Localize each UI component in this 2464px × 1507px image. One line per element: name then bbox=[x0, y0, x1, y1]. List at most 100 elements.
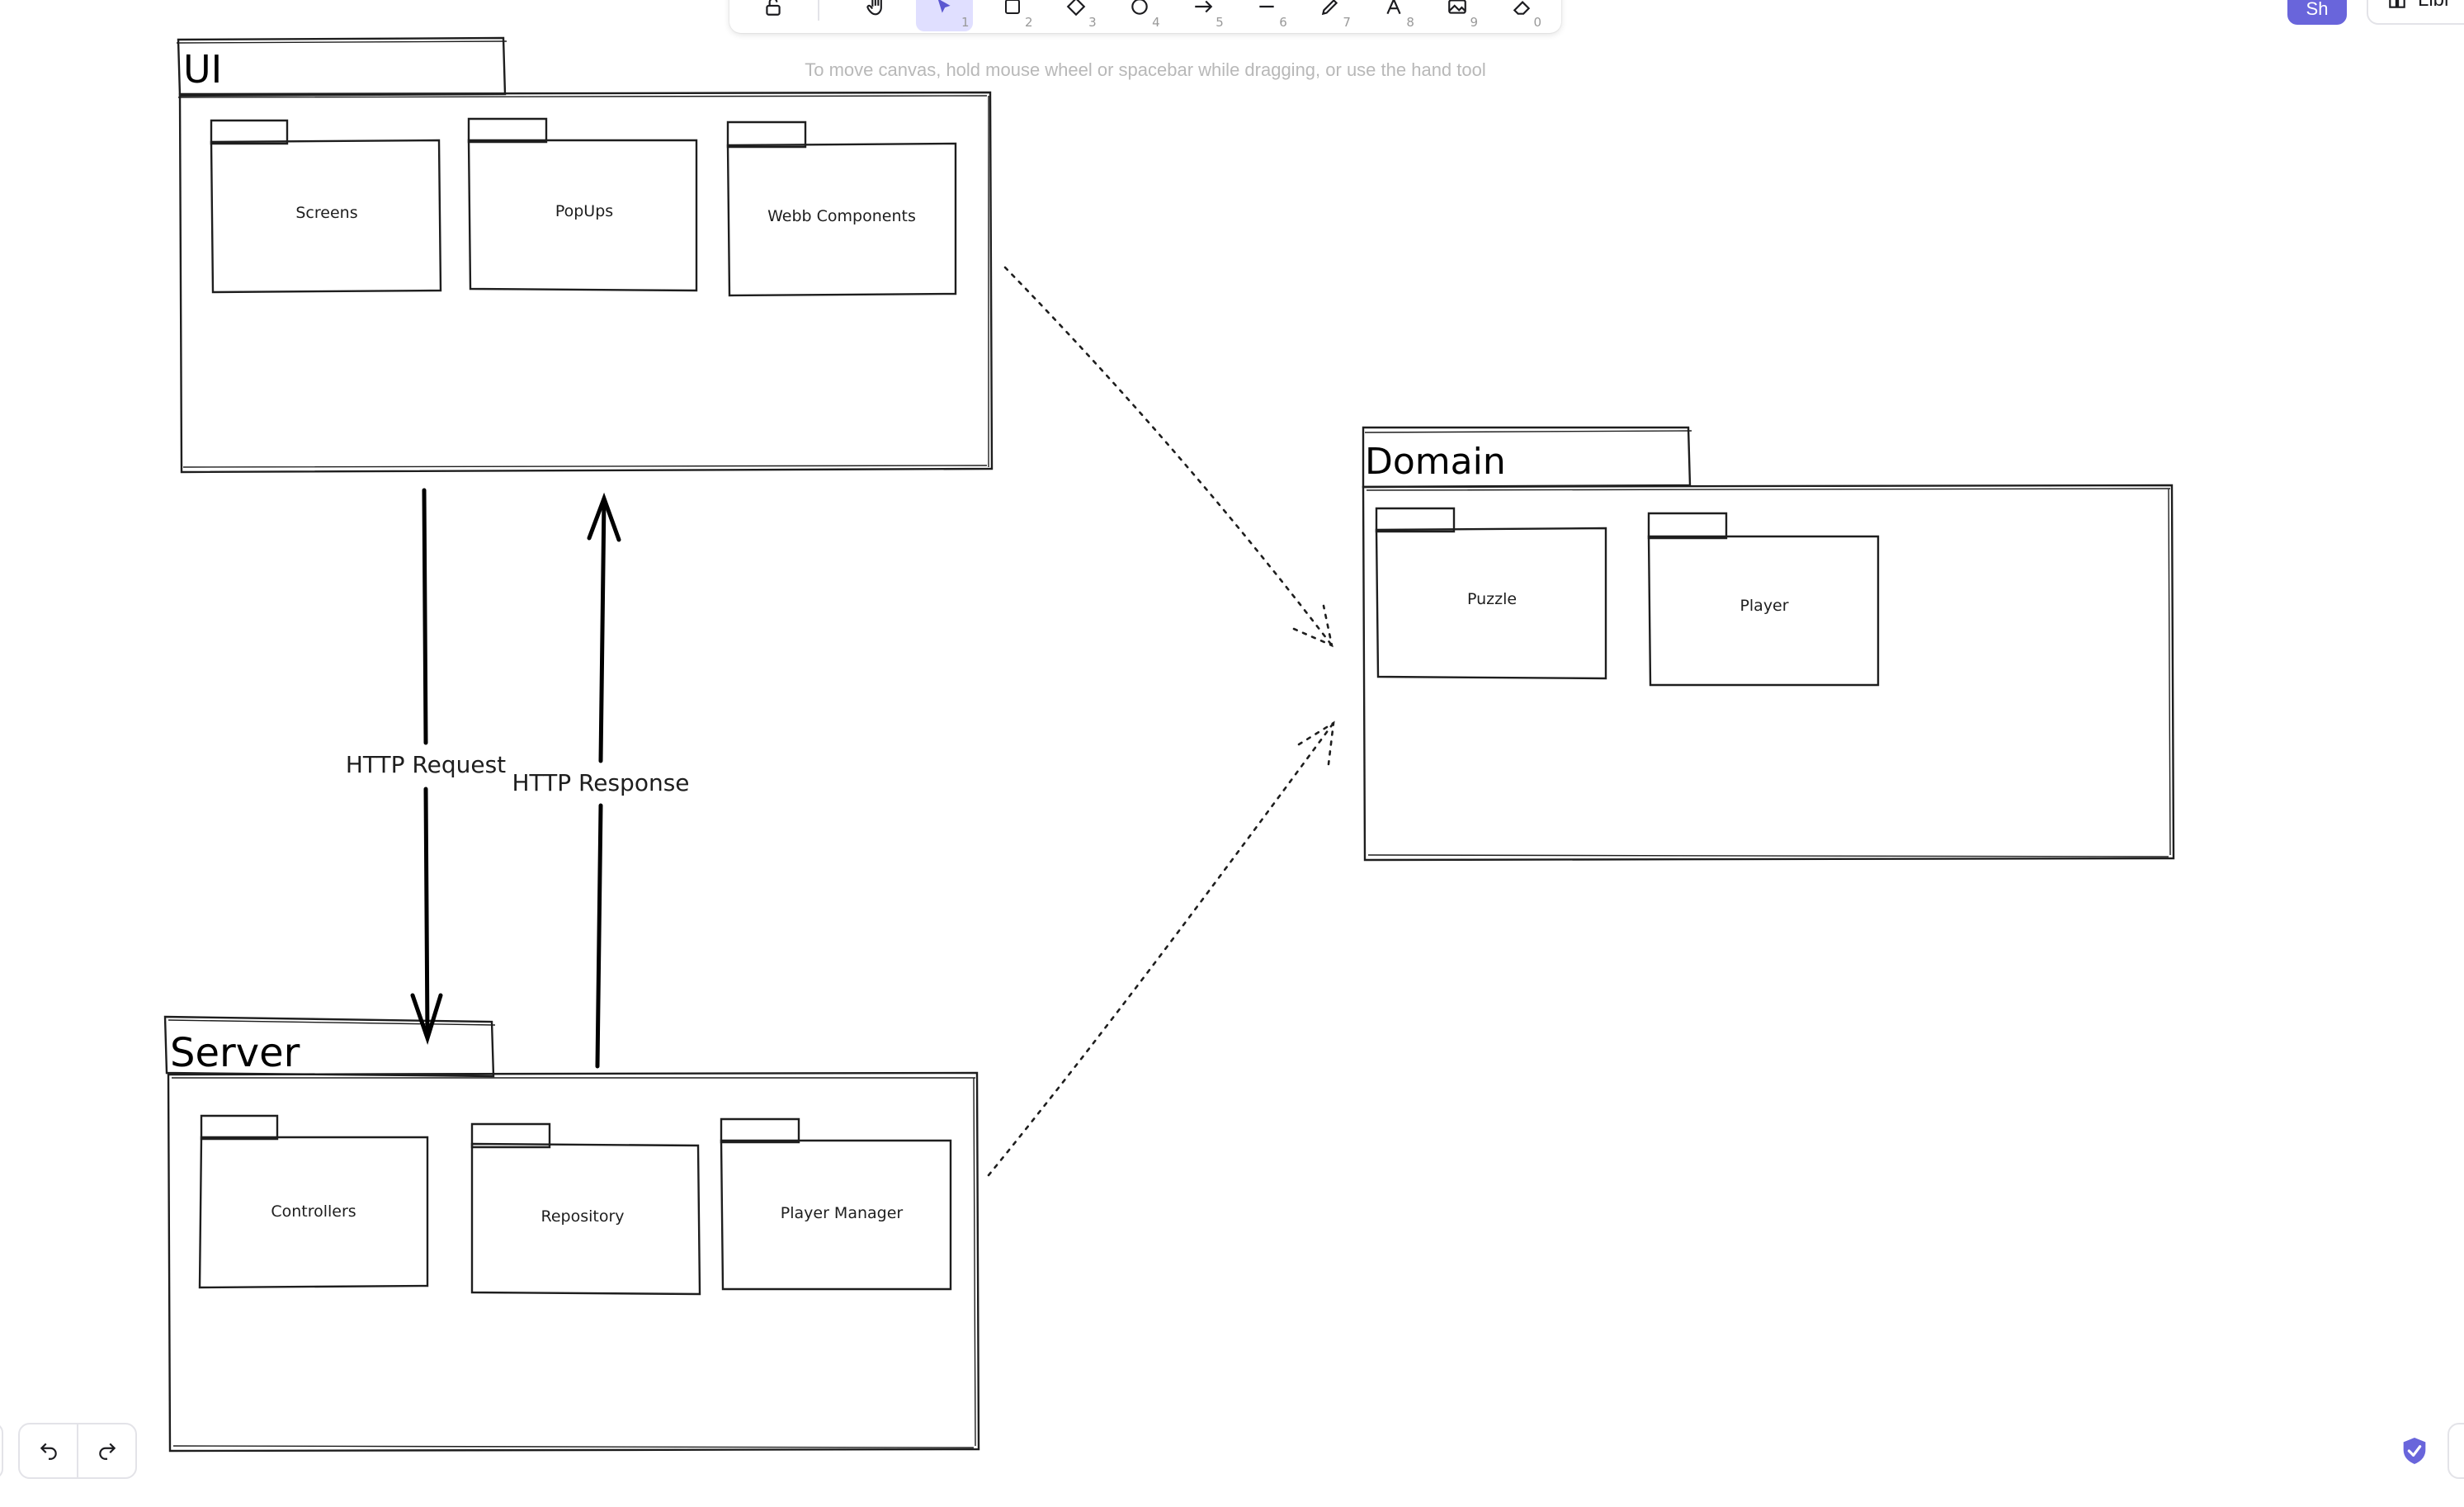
tool-key: 0 bbox=[1533, 15, 1542, 30]
subpackage-body bbox=[720, 1139, 952, 1291]
package-title: UI bbox=[183, 47, 222, 92]
eraser-icon bbox=[1513, 1, 1530, 15]
subpackage-label: Player bbox=[1739, 597, 1788, 615]
subpackage-label: PopUps bbox=[555, 202, 613, 220]
zoom-controls[interactable] bbox=[0, 1423, 3, 1479]
subpackage-body bbox=[210, 139, 442, 294]
subpackage-body bbox=[726, 142, 957, 297]
circle-icon bbox=[1131, 0, 1148, 15]
line-icon bbox=[1259, 5, 1274, 8]
subpackage-body bbox=[1375, 527, 1607, 680]
arrow-shaft bbox=[595, 803, 603, 1069]
subpackage-body bbox=[198, 1136, 429, 1289]
subpackage-player[interactable]: Player bbox=[1647, 512, 1880, 687]
text-tool[interactable]: 8 bbox=[1371, 0, 1418, 31]
square-icon bbox=[1005, 0, 1021, 14]
http-request-label: HTTP Request bbox=[346, 751, 506, 778]
arrow-icon bbox=[1195, 0, 1213, 13]
package-tab bbox=[177, 36, 507, 97]
toolbar: 1 2 3 4 5 6 7 8 9 0 bbox=[729, 0, 1561, 33]
package-domain[interactable]: Domain Puzzle Player bbox=[1362, 426, 2175, 862]
subpackage-body bbox=[470, 1142, 701, 1296]
image-tool[interactable]: 9 bbox=[1434, 0, 1481, 31]
arrow-shaft bbox=[598, 498, 607, 763]
package-body bbox=[178, 91, 994, 474]
dependency-line bbox=[1003, 266, 1333, 647]
package-ui[interactable]: UI Screens PopUps Webb Components bbox=[176, 36, 994, 474]
diamond-tool[interactable]: 3 bbox=[1053, 0, 1100, 31]
arrow-head bbox=[587, 492, 621, 542]
subpackage-label: Puzzle bbox=[1467, 590, 1517, 608]
subpackage-label: Controllers bbox=[271, 1202, 356, 1221]
shield-check-icon[interactable] bbox=[2401, 1436, 2428, 1466]
undo-icon bbox=[40, 1443, 57, 1460]
arrow-head bbox=[410, 993, 443, 1046]
selection-tool[interactable]: 1 bbox=[916, 0, 973, 31]
lock-tool[interactable] bbox=[749, 0, 796, 31]
pointer-icon bbox=[938, 0, 951, 13]
arrow-shaft bbox=[422, 488, 428, 745]
undo-redo-group bbox=[18, 1423, 137, 1479]
help-button[interactable] bbox=[2447, 1423, 2464, 1479]
subpackage-tab bbox=[210, 119, 289, 145]
arrow-shaft bbox=[423, 787, 430, 1039]
http-response-arrow[interactable] bbox=[587, 492, 621, 1069]
server-domain-dependency[interactable] bbox=[987, 720, 1335, 1177]
subpackage-tab bbox=[470, 1122, 551, 1149]
undo-button[interactable] bbox=[20, 1424, 77, 1477]
package-body bbox=[1362, 484, 2175, 862]
subpackage-puzzle[interactable]: Puzzle bbox=[1375, 507, 1607, 680]
share-button[interactable]: Sh bbox=[2287, 0, 2347, 25]
rectangle-tool[interactable]: 2 bbox=[989, 0, 1036, 31]
package-tab-outline bbox=[176, 40, 507, 44]
tool-key: 7 bbox=[1343, 15, 1351, 30]
diamond-icon bbox=[1066, 0, 1086, 17]
package-body-outline bbox=[172, 1077, 976, 1448]
library-button[interactable]: Libr bbox=[2367, 0, 2464, 25]
ui-domain-dependency[interactable] bbox=[1003, 266, 1333, 648]
package-server[interactable]: Server Controllers Repository Player Man… bbox=[163, 1015, 980, 1453]
redo-button[interactable] bbox=[77, 1424, 135, 1477]
hand-tool[interactable] bbox=[852, 0, 899, 31]
subpackage-body bbox=[1647, 535, 1880, 687]
subpackage-screens[interactable]: Screens bbox=[210, 119, 442, 294]
tool-key: 4 bbox=[1152, 15, 1160, 30]
package-tab-outline bbox=[168, 1019, 496, 1026]
line-tool[interactable]: 6 bbox=[1244, 0, 1291, 31]
hand-icon bbox=[866, 0, 882, 16]
canvas-hint: To move canvas, hold mouse wheel or spac… bbox=[805, 59, 1486, 80]
http-request-arrow[interactable] bbox=[410, 488, 443, 1046]
subpackage-tab bbox=[720, 1117, 800, 1144]
package-tab-outline bbox=[1364, 430, 1692, 433]
package-body-outline bbox=[1366, 488, 2171, 857]
package-title: Server bbox=[170, 1030, 300, 1076]
subpackage-tab bbox=[467, 117, 548, 144]
package-body-outline bbox=[177, 95, 989, 468]
lock-icon bbox=[765, 0, 781, 16]
subpackage-label: Player Manager bbox=[781, 1204, 904, 1222]
tool-key: 5 bbox=[1215, 15, 1224, 30]
dependency-head bbox=[1292, 604, 1333, 648]
subpackage-tab bbox=[1647, 512, 1728, 540]
subpackage-label: Screens bbox=[295, 204, 357, 222]
ellipse-tool[interactable]: 4 bbox=[1116, 0, 1164, 31]
subpackage-body bbox=[467, 139, 698, 292]
text-icon bbox=[1386, 0, 1401, 15]
draw-tool[interactable]: 7 bbox=[1307, 0, 1354, 31]
pencil-icon bbox=[1322, 0, 1338, 16]
tool-key: 6 bbox=[1279, 15, 1287, 30]
arrow-tool[interactable]: 5 bbox=[1180, 0, 1227, 31]
subpackage-repository[interactable]: Repository bbox=[470, 1122, 701, 1296]
eraser-tool[interactable]: 0 bbox=[1498, 0, 1545, 31]
subpackage-popups[interactable]: PopUps bbox=[467, 117, 698, 292]
subpackage-webb-components[interactable]: Webb Components bbox=[726, 120, 957, 297]
book-icon bbox=[2389, 0, 2405, 8]
redo-icon bbox=[98, 1443, 116, 1460]
subpackage-controllers[interactable]: Controllers bbox=[198, 1114, 429, 1289]
subpackage-player-manager[interactable]: Player Manager bbox=[720, 1117, 952, 1291]
subpackage-label: Repository bbox=[540, 1207, 624, 1226]
dependency-head bbox=[1297, 720, 1335, 766]
subpackage-tab bbox=[726, 120, 807, 149]
tool-key: 9 bbox=[1470, 15, 1478, 30]
